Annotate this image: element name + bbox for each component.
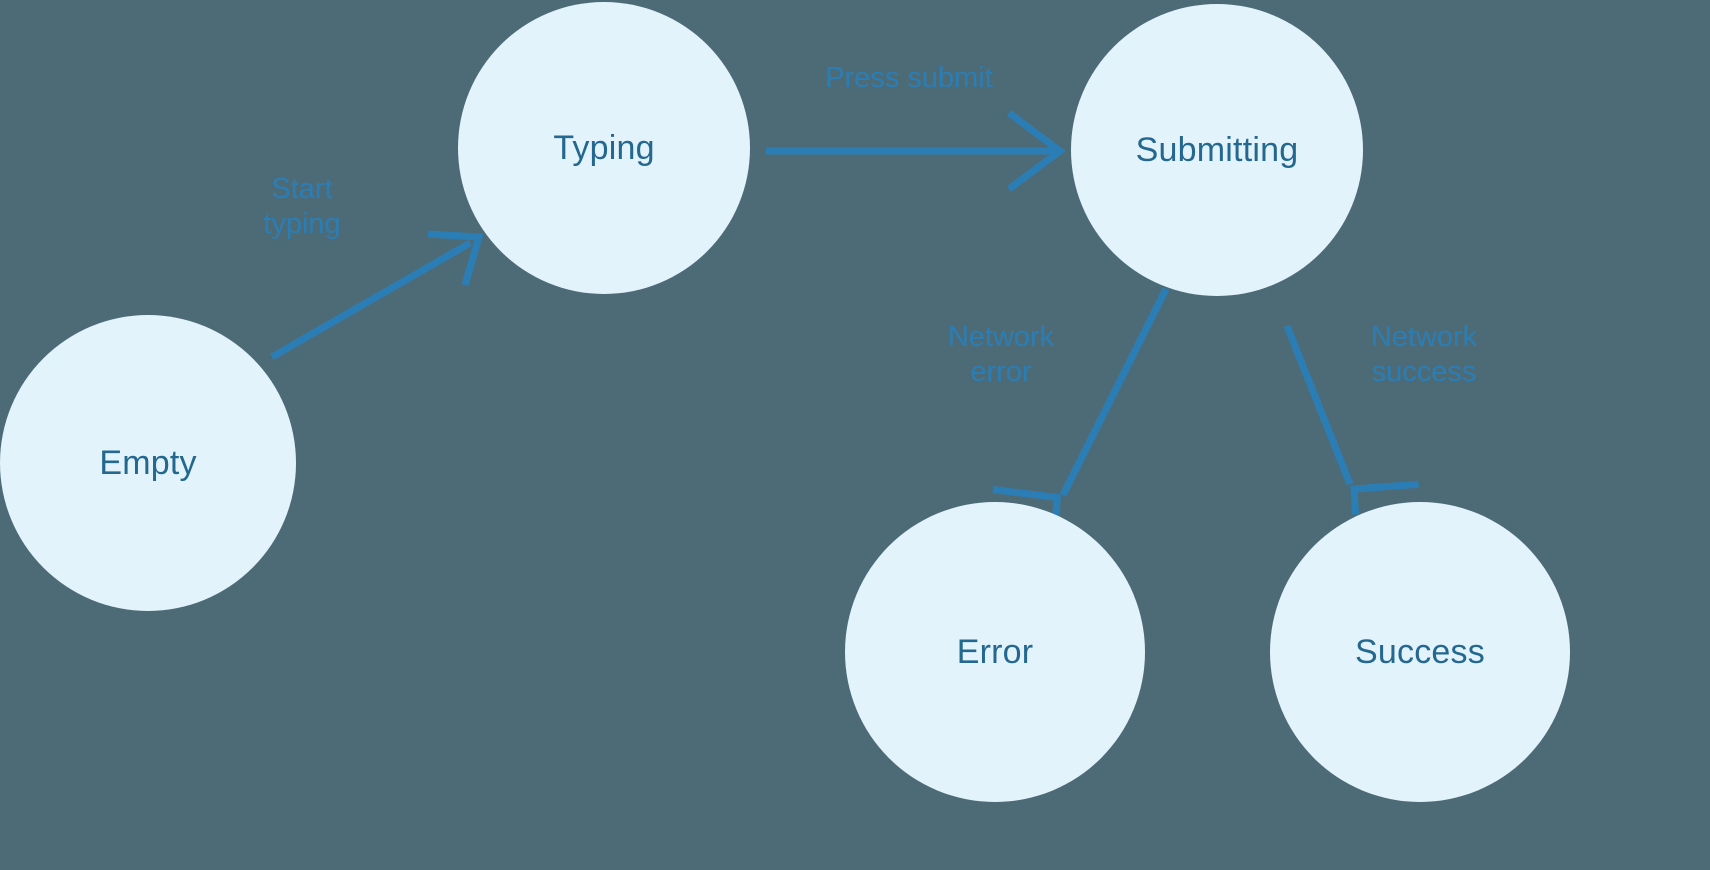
state-node-empty-label: Empty bbox=[99, 444, 197, 482]
edge-empty-to-typing-line bbox=[270, 239, 472, 361]
edge-submitting-to-success bbox=[1283, 324, 1419, 515]
state-node-empty[interactable]: Empty bbox=[0, 315, 296, 611]
edge-submitting-to-success-arrowhead bbox=[1350, 480, 1419, 515]
edge-label-press-submit: Press submit bbox=[825, 62, 993, 94]
state-node-success-label: Success bbox=[1355, 633, 1485, 671]
edge-empty-to-typing-arrowhead bbox=[427, 230, 484, 286]
state-node-error-label: Error bbox=[956, 633, 1034, 671]
edge-submitting-to-error-line bbox=[1059, 287, 1170, 497]
edge-empty-to-typing bbox=[270, 230, 484, 361]
edge-label-network-success: Network success bbox=[1370, 321, 1478, 389]
state-node-typing-label: Typing bbox=[553, 129, 655, 167]
state-node-success[interactable]: Success bbox=[1270, 502, 1570, 802]
state-node-error[interactable]: Error bbox=[845, 502, 1145, 802]
edge-typing-to-submitting-arrowhead bbox=[1006, 110, 1066, 192]
edge-label-start-typing: Start typing bbox=[263, 173, 341, 241]
state-node-typing[interactable]: Typing bbox=[458, 2, 750, 294]
edge-submitting-to-success-line bbox=[1283, 324, 1354, 486]
edge-label-network-error: Network error bbox=[947, 321, 1055, 389]
edge-typing-to-submitting bbox=[766, 110, 1066, 192]
state-node-submitting-label: Submitting bbox=[1135, 131, 1299, 169]
state-node-submitting[interactable]: Submitting bbox=[1071, 4, 1363, 296]
